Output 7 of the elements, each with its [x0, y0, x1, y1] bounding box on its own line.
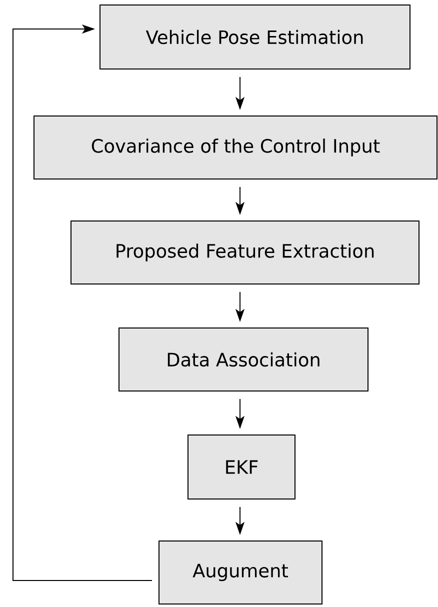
process-box: Data Association — [118, 328, 368, 392]
process-box: Augument — [158, 540, 322, 604]
arrow — [12, 24, 152, 581]
process-box: EKF — [188, 434, 296, 500]
process-box: Covariance of the Control Input — [34, 116, 438, 180]
process-box: Proposed Feature Extraction — [70, 220, 420, 284]
process-box: Vehicle Pose Estimation — [100, 4, 410, 70]
